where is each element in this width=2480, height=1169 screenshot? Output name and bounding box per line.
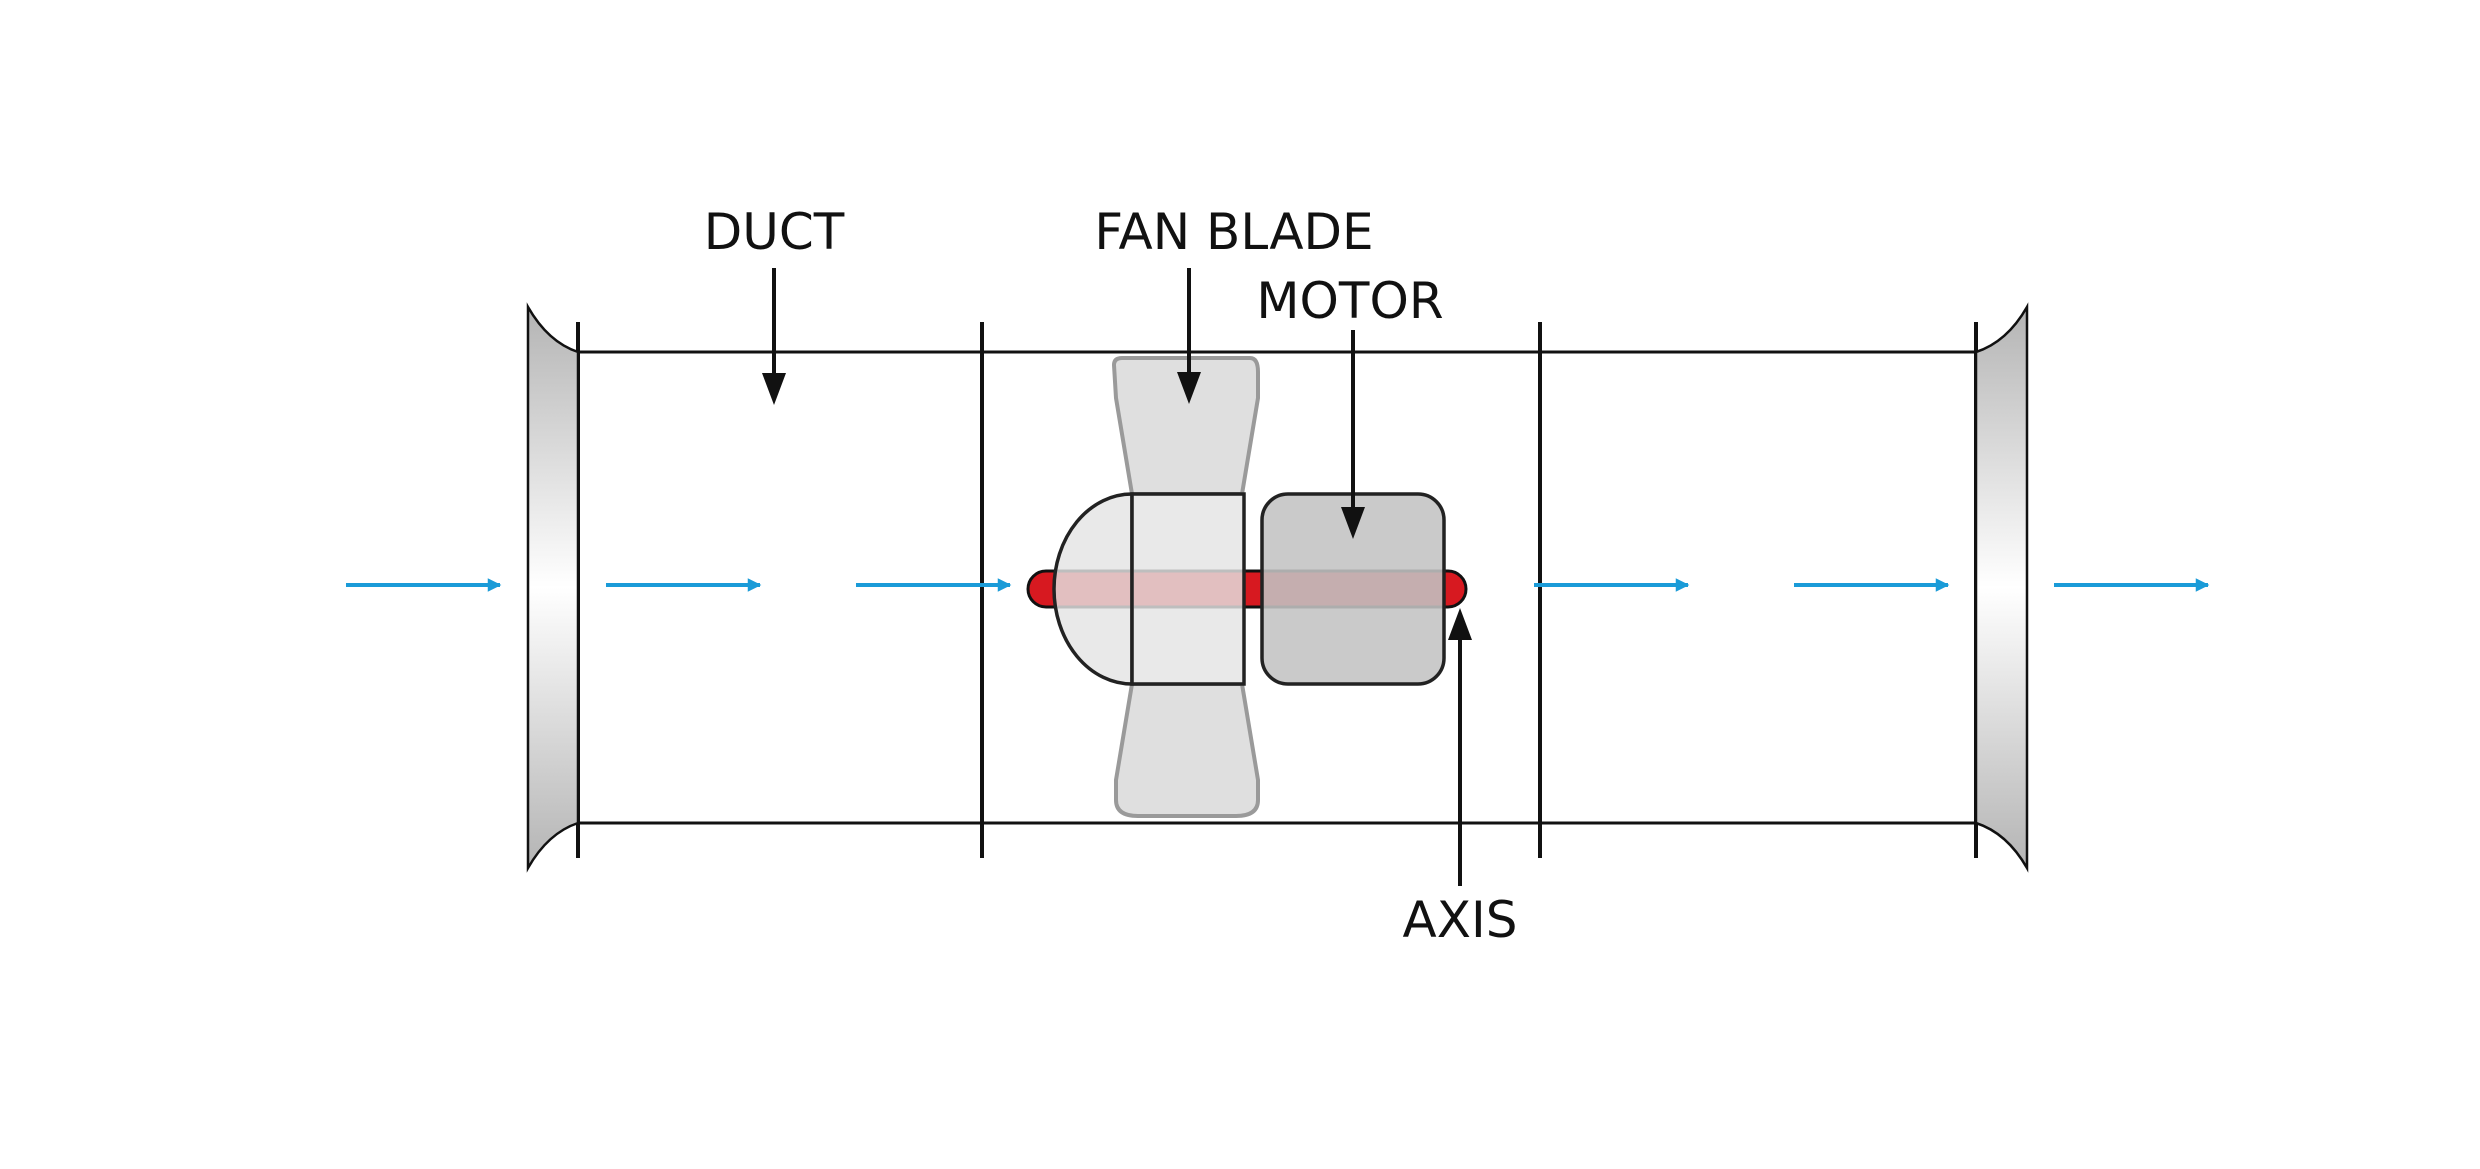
fan-blade-label: FAN BLADE [1094,203,1373,261]
arrowhead [1177,372,1201,404]
arrowhead [1341,507,1365,539]
inlet-bell [526,302,580,873]
fan-blade-upper [1112,356,1260,496]
arrowhead [1448,608,1472,640]
fan-hub [1130,492,1246,686]
axis-label: AXIS [1403,891,1518,949]
hub-nose [1052,492,1134,686]
duct-label: DUCT [704,203,845,261]
motor-label: MOTOR [1256,272,1443,330]
axis-pointer [1448,608,1472,886]
arrowhead [762,373,786,405]
fan-blade-lower [1114,682,1260,818]
fan-blade-pointer [1177,268,1201,404]
duct-pointer [762,268,786,405]
outlet-bell [1974,302,2029,873]
motor-pointer [1341,330,1365,539]
